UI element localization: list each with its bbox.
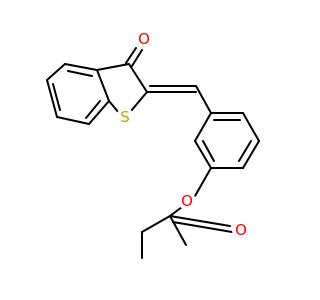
bond	[130, 91, 148, 112]
atom-label-o-keto: O	[135, 30, 153, 48]
atom-label-o-ester: O	[178, 192, 196, 210]
oxygen-label: O	[235, 221, 247, 239]
bond	[242, 112, 260, 142]
bond	[195, 85, 212, 114]
oxygen-label: O	[181, 192, 193, 210]
oxygen-label: O	[138, 30, 150, 48]
thiophenone-ring	[96, 63, 148, 114]
bond	[96, 63, 130, 71]
bond	[141, 215, 171, 233]
bond-double	[172, 221, 233, 233]
atom-label-s: S	[116, 108, 134, 126]
bond-double-inner	[67, 70, 93, 77]
bond	[194, 112, 212, 142]
bond	[128, 63, 148, 93]
exocyclic-double-bond	[146, 85, 212, 114]
bond	[242, 140, 260, 169]
bond	[56, 116, 90, 125]
bond	[96, 69, 110, 102]
sulfur-label: S	[120, 108, 130, 126]
bond	[108, 100, 120, 114]
bond	[194, 140, 212, 169]
bond	[169, 206, 183, 217]
bond	[46, 63, 66, 81]
benzene-ring-left	[46, 63, 110, 125]
bond-double	[125, 47, 137, 64]
bond-double-inner	[238, 140, 252, 162]
bond-double-inner	[85, 100, 101, 119]
bond	[169, 215, 187, 246]
bond-double	[169, 215, 231, 227]
ketone-group	[125, 47, 143, 67]
bond-double-inner	[202, 140, 215, 162]
bond	[46, 79, 58, 118]
chemical-structure-diagram: O S O O	[46, 30, 260, 259]
bond	[88, 100, 110, 125]
bond	[194, 167, 212, 197]
bond-double-inner	[52, 83, 61, 111]
benzene-ring-right	[194, 112, 260, 169]
bond	[64, 63, 98, 71]
bond-double	[131, 49, 143, 67]
atom-label-o-carbonyl: O	[232, 221, 250, 239]
acetoxy-group	[141, 167, 233, 259]
